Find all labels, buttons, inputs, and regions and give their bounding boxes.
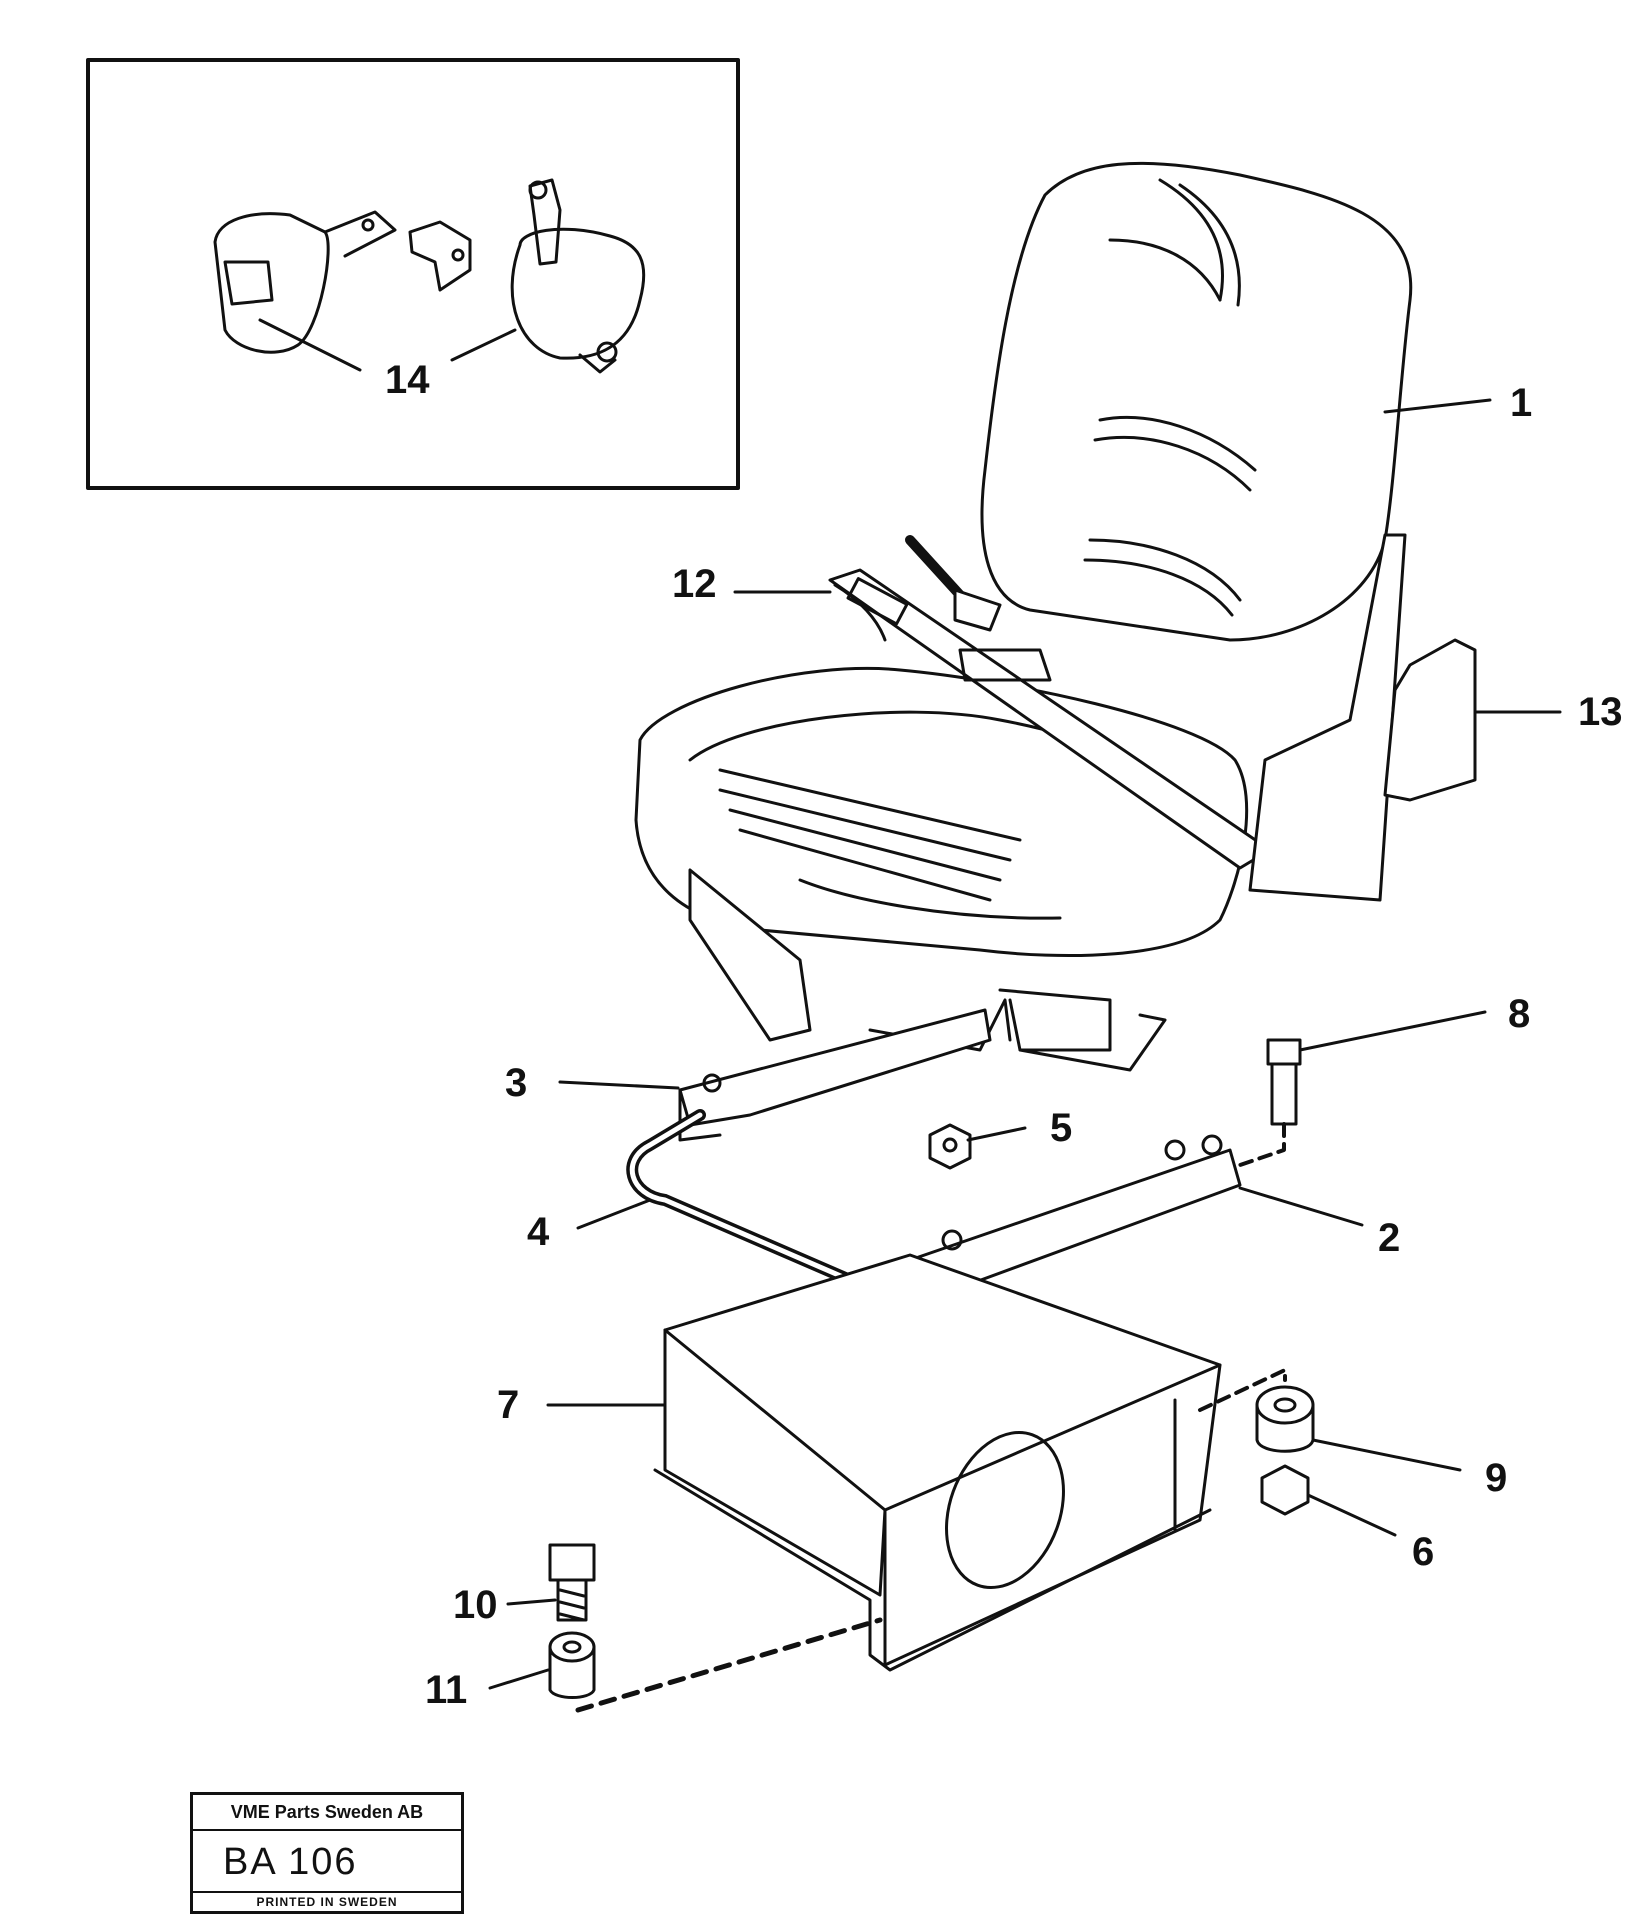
slide-rail-rear	[678, 1008, 992, 1142]
bushing-9	[1255, 1385, 1315, 1453]
bolt-8	[1266, 1038, 1302, 1126]
callout-11: 11	[425, 1668, 468, 1712]
leader-14b	[450, 328, 517, 362]
callout-13: 13	[1578, 690, 1623, 734]
callout-10: 10	[453, 1583, 498, 1627]
dashed-line-9	[1198, 1368, 1287, 1412]
leader-6	[1306, 1493, 1397, 1537]
leader-5	[966, 1126, 1027, 1142]
callout-8: 8	[1508, 992, 1531, 1036]
dashed-line-8	[1238, 1122, 1286, 1167]
leader-1	[1383, 398, 1492, 414]
dashed-line-11	[575, 1617, 883, 1713]
callout-1: 1	[1510, 381, 1533, 425]
callout-6: 6	[1412, 1530, 1435, 1574]
leader-14a	[258, 318, 362, 372]
seat-backrest	[980, 161, 1413, 642]
leader-9	[1311, 1438, 1462, 1472]
leader-8	[1298, 1010, 1487, 1052]
nut-5	[928, 1123, 972, 1170]
title-block: VME Parts Sweden AB BA 106 PRINTED IN SW…	[190, 1792, 464, 1914]
side-bracket	[1248, 533, 1407, 902]
leader-10	[506, 1598, 557, 1606]
seat-base	[688, 868, 1167, 1072]
belt-buckle-tongue	[213, 210, 397, 354]
leader-3	[558, 1080, 680, 1090]
callout-4: 4	[527, 1210, 550, 1254]
bolt-10	[548, 1543, 596, 1622]
callout-3: 3	[505, 1061, 528, 1105]
nut-6	[1260, 1464, 1310, 1516]
inset-frame	[86, 58, 740, 490]
seat-base-box	[653, 1253, 1222, 1672]
callout-14: 14	[385, 358, 430, 402]
belt-bracket	[408, 220, 472, 292]
printed-note: PRINTED IN SWEDEN	[193, 1891, 461, 1911]
leader-4	[576, 1198, 652, 1230]
callout-9: 9	[1485, 1456, 1508, 1500]
callout-5: 5	[1050, 1106, 1073, 1150]
leader-2	[1238, 1186, 1364, 1227]
leader-11	[488, 1668, 550, 1690]
callout-7: 7	[497, 1383, 520, 1427]
company-name: VME Parts Sweden AB	[193, 1795, 461, 1831]
callout-2: 2	[1378, 1216, 1401, 1260]
bushing-11	[548, 1631, 596, 1699]
drawing-code: BA 106	[223, 1841, 358, 1883]
side-cover	[1383, 638, 1477, 802]
callout-12: 12	[672, 562, 717, 606]
belt-retractor	[510, 178, 646, 374]
